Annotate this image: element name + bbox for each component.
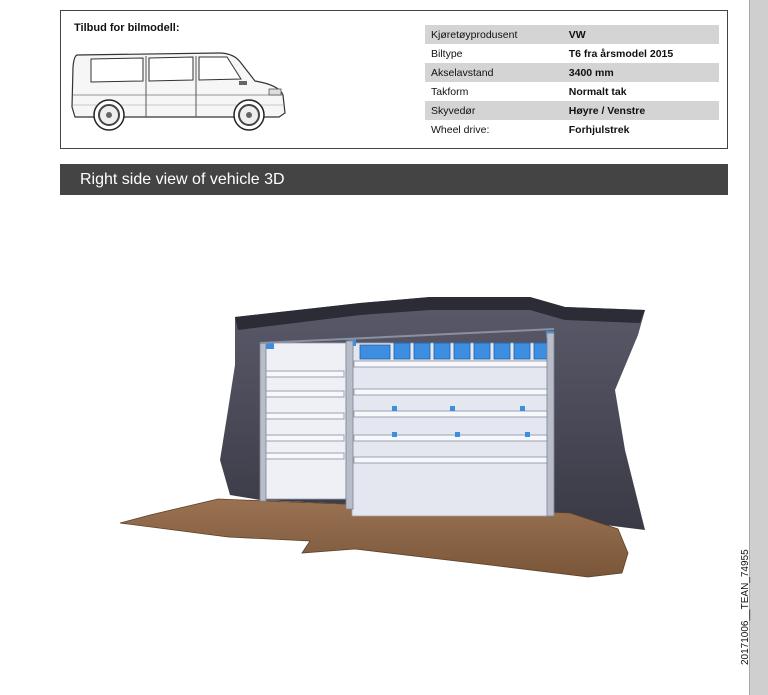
spec-row: Akselavstand 3400 mm — [425, 63, 719, 82]
section-title: Right side view of vehicle 3D — [80, 171, 285, 188]
spec-value: Normalt tak — [568, 85, 627, 98]
section-header: Right side view of vehicle 3D — [60, 164, 728, 195]
van-roof-edge — [235, 297, 645, 330]
spec-row: Wheel drive: Forhjulstrek — [425, 120, 719, 139]
vehicle-3d-shelving-render — [119, 297, 645, 578]
spec-row: Kjøretøyprodusent VW — [425, 25, 719, 44]
storage-bins — [359, 342, 549, 360]
spec-label: Akselavstand — [425, 63, 555, 82]
spec-label: Biltype — [431, 47, 463, 60]
spec-label: Takform — [431, 85, 469, 98]
spec-row: Skyvedør Høyre / Venstre — [425, 101, 719, 120]
spec-label: Wheel drive: — [431, 123, 490, 136]
roof-rail — [259, 328, 555, 344]
offer-title: Tilbud for bilmodell: — [74, 22, 180, 34]
spec-value: 3400 mm — [554, 63, 719, 82]
page-edge — [750, 0, 768, 695]
spec-row: Biltype T6 fra årsmodel 2015 — [425, 44, 719, 63]
vehicle-offer-box: Tilbud for bilmodell: Kjøretøyprodusent … — [60, 10, 728, 149]
spec-row: Takform Normalt tak — [425, 82, 719, 101]
document-reference: 20171006__TEAN_74955 — [740, 549, 751, 665]
shelf-uprights — [259, 332, 555, 517]
spec-value: T6 fra årsmodel 2015 — [568, 47, 674, 60]
spec-label: Kjøretøyprodusent — [425, 25, 555, 44]
spec-label: Skyvedør — [425, 101, 555, 120]
spec-value: Forhjulstrek — [568, 123, 630, 136]
van-side-drawing — [71, 52, 286, 131]
cargo-floor — [119, 498, 629, 578]
spec-value: Høyre / Venstre — [554, 101, 719, 120]
spec-value: VW — [554, 25, 719, 44]
vehicle-spec-table: Kjøretøyprodusent VW Biltype T6 fra årsm… — [425, 25, 719, 139]
shelf-unit-left — [261, 342, 347, 500]
shelf-unit-right — [351, 342, 551, 517]
